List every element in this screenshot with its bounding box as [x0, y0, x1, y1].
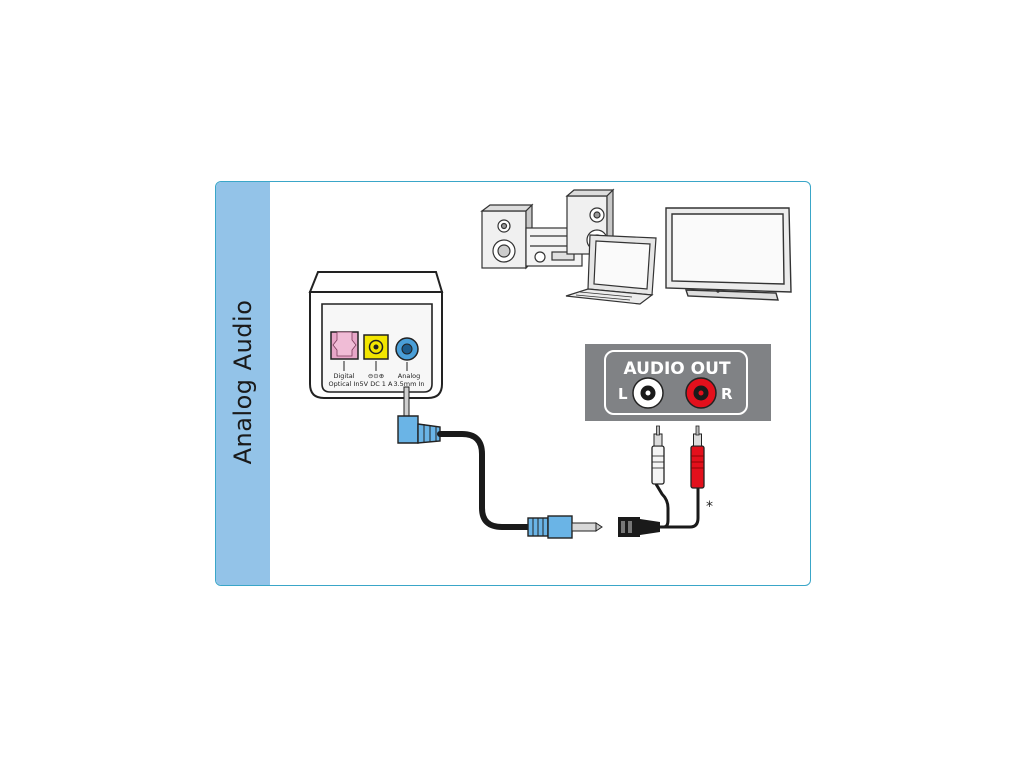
tv-icon	[665, 207, 792, 301]
port-label-line2: 5V DC 1 A	[360, 380, 393, 388]
footnote-asterisk: *	[706, 499, 713, 515]
rca-adapter: *	[618, 425, 713, 537]
device-back: Digital Optical In ⊖⊙⊕ 5V DC 1 A Analog …	[308, 271, 444, 399]
audio-out-right-label: R	[721, 385, 733, 403]
port-label-line2: Optical In	[328, 380, 359, 388]
audio-out-left-label: L	[618, 385, 628, 403]
audio-cable	[397, 386, 603, 539]
laptop-icon	[565, 234, 657, 305]
port-label-line1: Analog	[398, 372, 420, 380]
port-label-line1: ⊖⊙⊕	[368, 372, 384, 380]
audio-out-panel: AUDIO OUT L R	[585, 344, 771, 421]
rca-plug-right	[690, 425, 705, 489]
stereo-system-icon	[480, 188, 615, 270]
audio-out-title: AUDIO OUT	[623, 359, 731, 379]
rca-plug-left	[651, 425, 665, 485]
port-label-line2: 3.5mm In	[393, 380, 424, 388]
section-side-bar: Analog Audio	[216, 182, 270, 585]
port-label-line1: Digital	[333, 372, 354, 380]
